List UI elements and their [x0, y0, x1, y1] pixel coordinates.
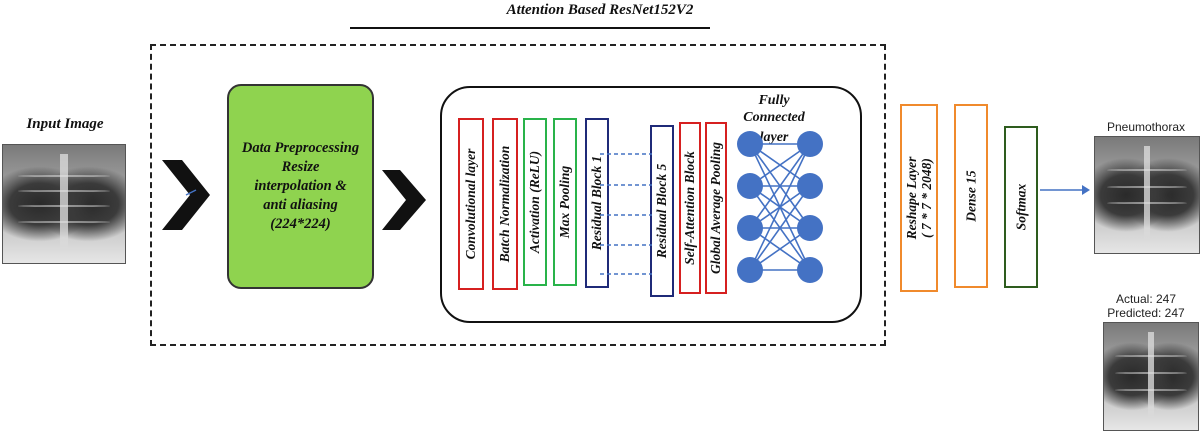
- input-image-label: Input Image: [26, 116, 104, 132]
- layer-label: Max Pooling: [557, 165, 572, 239]
- resnet-backbone-container: [440, 86, 862, 323]
- chevron-arrow-1-icon: [162, 160, 210, 230]
- data-preprocessing-box: Data Preprocessing Resize interpolation …: [227, 84, 374, 289]
- layer-box-2: Activation (ReLU): [523, 118, 547, 286]
- layer-label: Global Average Pooling: [708, 142, 723, 274]
- layer-label: Batch Normalization: [497, 145, 512, 263]
- title-underline: [350, 27, 710, 29]
- layer-box-0: Convolutional layer: [458, 118, 484, 290]
- output-class-label: Pneumothorax: [1106, 120, 1186, 134]
- head-layer-box-1: Dense 15: [954, 104, 988, 288]
- head-layer-label: Softmax: [1013, 183, 1029, 231]
- diagram-title: Attention Based ResNet152V2: [506, 2, 694, 18]
- output-xray-image: [1094, 136, 1200, 254]
- layer-box-6: Self-Attention Block: [679, 122, 701, 294]
- model-boundary-dashed-box: [150, 44, 886, 346]
- chevron-arrow-2-icon: [382, 170, 426, 230]
- layer-label: Activation (ReLU): [527, 150, 542, 254]
- actual-label: Actual: 247: [1115, 292, 1177, 306]
- layer-box-5: Residual Block 5: [650, 125, 674, 297]
- layer-box-1: Batch Normalization: [492, 118, 518, 290]
- layer-box-3: Max Pooling: [553, 118, 577, 286]
- output-arrow-icon: [1040, 185, 1090, 195]
- layer-label: Residual Block 5: [654, 163, 669, 259]
- head-layer-label: Reshape Layer( 7 * 7 * 2048): [904, 156, 934, 240]
- predicted-label: Predicted: 247: [1107, 306, 1185, 320]
- layer-box-4: Residual Block 1: [585, 118, 609, 288]
- head-layer-label: Dense 15: [963, 170, 979, 222]
- prediction-xray-image: [1103, 322, 1199, 431]
- head-layer-box-2: Softmax: [1004, 126, 1038, 288]
- fully-connected-network: [737, 131, 823, 283]
- residual-dashed-connections: [600, 153, 652, 275]
- layer-box-7: Global Average Pooling: [705, 122, 727, 294]
- fully-connected-label-line3: layer: [759, 130, 789, 145]
- layer-label: Self-Attention Block: [682, 151, 697, 265]
- preprocessing-text: Data Preprocessing Resize interpolation …: [241, 140, 360, 232]
- head-layer-box-0: Reshape Layer( 7 * 7 * 2048): [900, 104, 938, 292]
- layer-label: Convolutional layer: [463, 148, 478, 260]
- input-xray-image: [2, 144, 126, 264]
- fully-connected-label: Fully Connected: [743, 93, 805, 125]
